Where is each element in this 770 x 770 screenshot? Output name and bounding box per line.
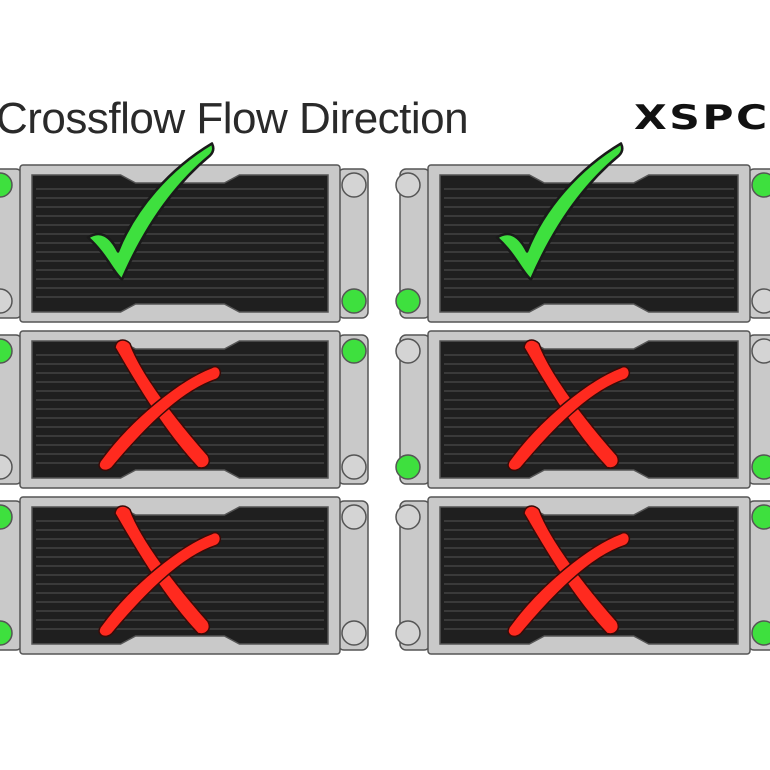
- inactive-port-right-top: [751, 338, 770, 364]
- inactive-port-left-bottom: [0, 454, 13, 480]
- radiator-left-row-1: [0, 142, 369, 323]
- active-port-left-top: [0, 172, 13, 198]
- radiator-left-row-2: [0, 330, 369, 489]
- active-port-right-bottom: [751, 454, 770, 480]
- radiator-right-row-2: [395, 330, 770, 489]
- red-cross-stroke-icon: [507, 531, 631, 638]
- active-port-left-bottom: [395, 454, 421, 480]
- green-check-icon: [86, 142, 215, 281]
- active-port-left-bottom: [0, 620, 13, 646]
- active-port-left-top: [0, 338, 13, 364]
- active-port-right-top: [341, 338, 367, 364]
- inactive-port-left-bottom: [0, 288, 13, 314]
- radiator-right-row-1: [395, 142, 770, 323]
- red-cross-stroke-icon: [98, 531, 222, 638]
- inactive-port-left-top: [395, 172, 421, 198]
- active-port-right-top: [751, 172, 770, 198]
- red-cross-stroke-icon: [507, 365, 631, 472]
- inactive-port-left-bottom: [395, 620, 421, 646]
- active-port-left-top: [0, 504, 13, 530]
- inactive-port-right-top: [341, 172, 367, 198]
- inactive-port-left-top: [395, 338, 421, 364]
- inactive-port-right-bottom: [341, 454, 367, 480]
- inactive-port-right-bottom: [341, 620, 367, 646]
- inactive-port-right-top: [341, 504, 367, 530]
- active-port-left-bottom: [395, 288, 421, 314]
- radiator-right-row-3: [395, 496, 770, 655]
- red-cross-stroke-icon: [98, 365, 222, 472]
- page-title: Crossflow Flow Direction: [0, 94, 469, 143]
- active-port-right-top: [751, 504, 770, 530]
- active-port-right-bottom: [341, 288, 367, 314]
- green-check-icon: [495, 142, 624, 281]
- active-port-right-bottom: [751, 620, 770, 646]
- inactive-port-left-top: [395, 504, 421, 530]
- inactive-port-right-bottom: [751, 288, 770, 314]
- xspc-logo: XSPC: [634, 98, 770, 138]
- radiator-left-row-3: [0, 496, 369, 655]
